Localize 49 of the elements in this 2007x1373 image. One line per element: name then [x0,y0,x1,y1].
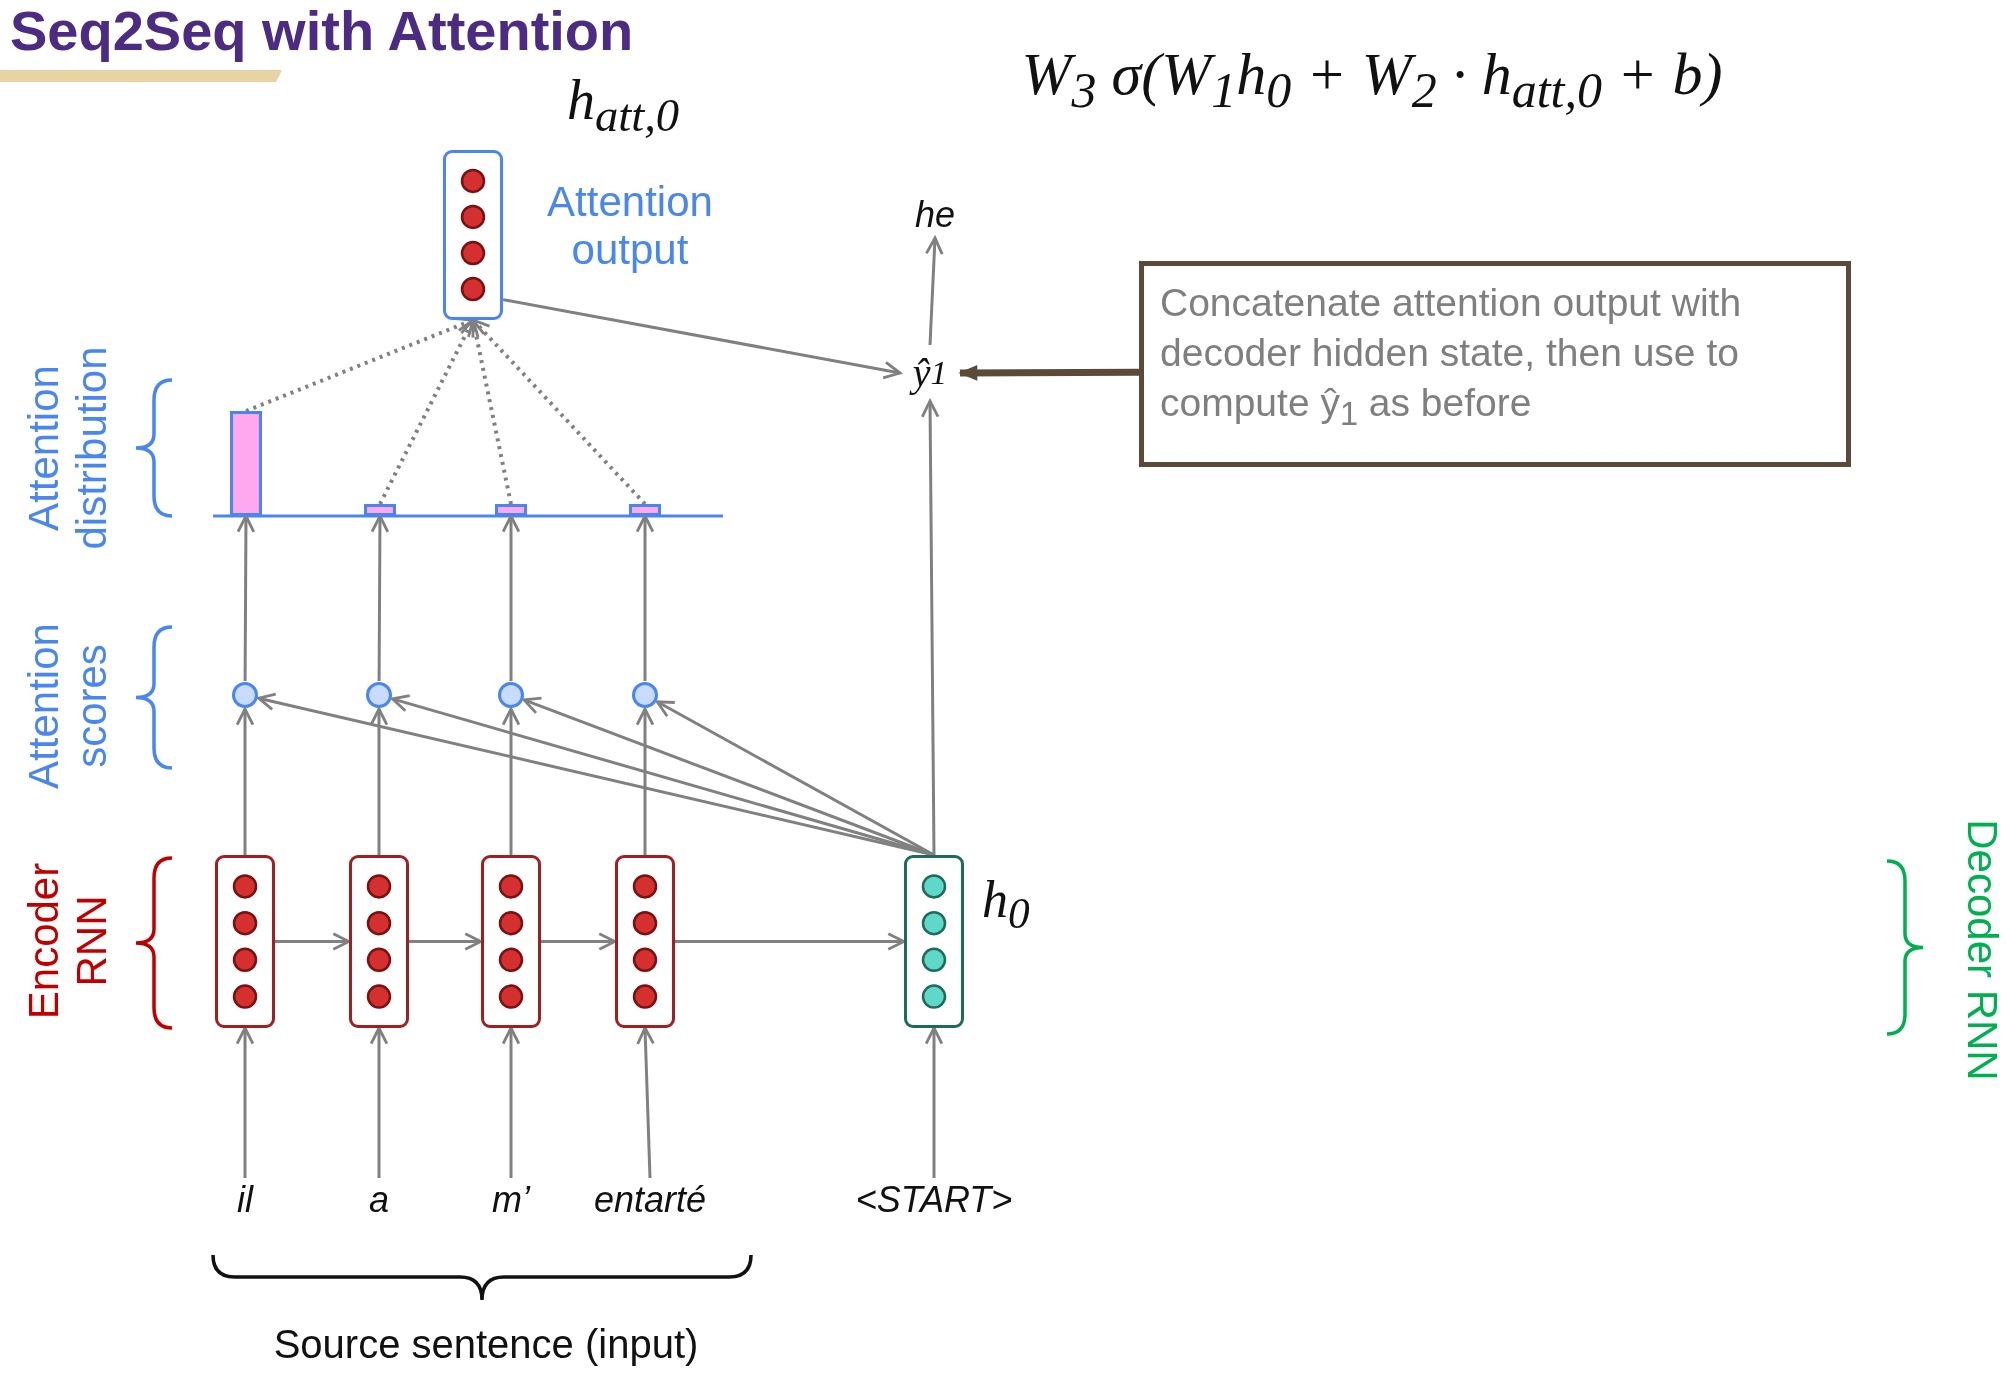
input-word: m’ [471,1178,551,1222]
arrow [235,1026,255,1178]
handwritten-note: h$_{0}$ [982,870,1031,939]
arrow [675,932,906,951]
axis-label: Attention distribution [18,345,116,552]
attention-score-dot [366,682,392,708]
arrow [925,236,944,346]
attention-score-dot [632,682,658,708]
arrow [541,932,617,951]
input-word: <START> [844,1178,1024,1222]
axis-label: Decoder RNN [1958,818,2007,1083]
vector-caption: Attention output [546,178,714,275]
arrow [502,298,902,380]
handwritten-formula: W$_{3}$ σ(W$_{1}$h$_{0}$ + W$_{2}$ · h$_{att,0}$ + b) [1020,40,1724,119]
arrow [369,707,389,855]
attention-score-dot [232,682,258,708]
dotted-arrow [378,318,475,505]
input-word: entarté [575,1178,725,1222]
output-word: he [905,192,965,238]
attention-bar [230,411,262,516]
attention-bar [629,504,661,516]
arrow [236,514,256,681]
arrow [635,707,655,855]
handwritten-note: h$_{att,0}$ [565,68,681,143]
input-word: a [349,1178,409,1222]
arrow [235,707,255,855]
arrow [409,932,483,951]
arrow [635,514,655,681]
arrow [501,514,521,681]
axis-label: Attention scores [18,622,116,791]
attention-bar [495,504,527,516]
arrow [369,1026,389,1178]
arrow [636,1026,655,1179]
arrow [275,932,351,951]
arrow [501,707,521,855]
caption: Source sentence (input) [272,1322,700,1367]
dotted-arrow [471,318,647,506]
axis-label: Encoder RNN [18,861,116,1022]
arrow [958,365,1139,381]
arrow [370,514,390,681]
arrow [501,1026,521,1178]
note-box [1139,261,1851,467]
arrow [920,399,940,855]
attention-bar [364,504,396,516]
note-text: Concatenate attention output with decoder hidden state, then use to compute ŷ$_{1}$ as before [1160,280,1743,434]
input-word: il [215,1178,275,1222]
arrow [924,1026,944,1178]
attention-score-dot [498,682,524,708]
slide-title: Seq2Seq with Attention [10,0,634,62]
